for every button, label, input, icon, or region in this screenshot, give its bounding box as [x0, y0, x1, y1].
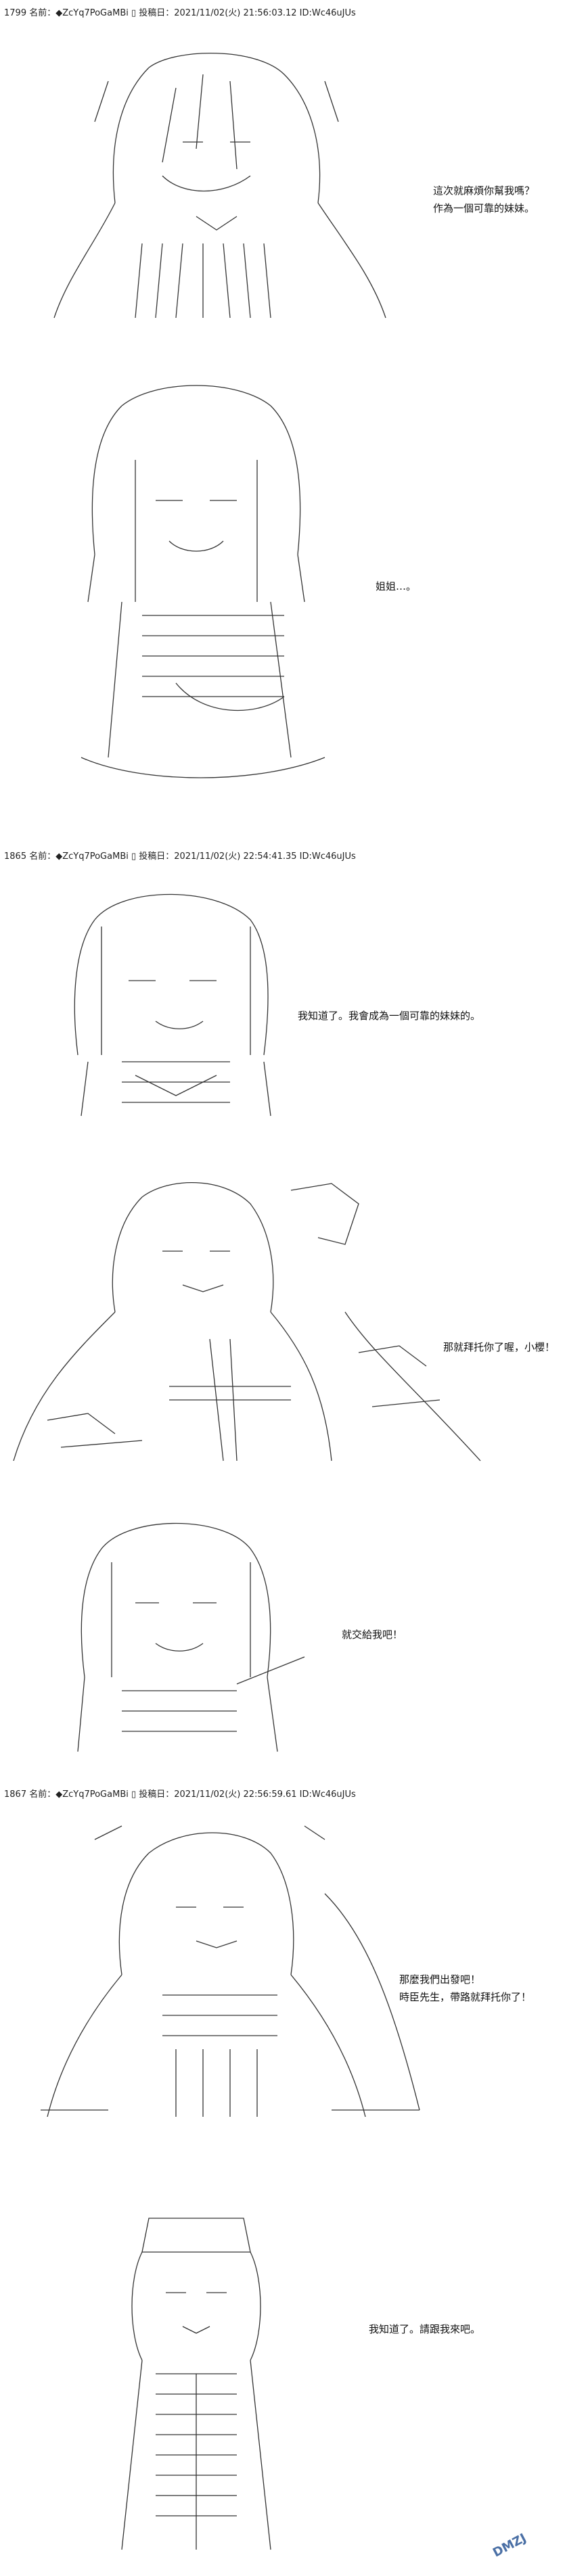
dialogue-1: 這次就麻煩你幫我嗎？ 作為一個可靠的妹妹。: [433, 183, 535, 217]
dialogue-7: 我知道了。請跟我來吧。: [369, 2321, 480, 2339]
ascii-art-figure-7: [88, 2198, 304, 2563]
watermark-logo: DMZJ: [477, 2531, 558, 2571]
dialogue-line: 我知道了。請跟我來吧。: [369, 2323, 481, 2335]
dialogue-2: 姐姐…。: [376, 578, 416, 596]
dialogue-line: 姐姐…。: [376, 580, 417, 592]
ascii-art-figure-3: [41, 879, 311, 1123]
ascii-art-figure-5: [47, 1508, 318, 1765]
dialogue-6: 那麼我們出發吧！ 時臣先生，帶路就拜托你了！: [399, 1971, 531, 2006]
dialogue-line: 就交給我吧！: [342, 1629, 403, 1641]
post-header-1867: 1867 名前：◆ZcYq7PoGaMBi ▯ 投稿日：2021/11/02(火…: [4, 1789, 356, 1800]
ascii-art-figure-2: [41, 379, 365, 798]
dialogue-4: 那就拜托你了喔，小櫻！: [443, 1339, 555, 1357]
ascii-art-figure-6: [14, 1812, 433, 2124]
dialogue-line: 這次就麻煩你幫我嗎？: [433, 185, 535, 197]
watermark-text: DMZJ: [491, 2531, 529, 2560]
dialogue-5: 就交給我吧！: [342, 1626, 403, 1644]
dialogue-line: 我知道了。我會成為一個可靠的妹妹的。: [298, 1010, 481, 1022]
ascii-art-figure-4: [7, 1163, 494, 1468]
post-header-1799: 1799 名前：◆ZcYq7PoGaMBi ▯ 投稿日：2021/11/02(火…: [4, 8, 356, 18]
dialogue-3: 我知道了。我會成為一個可靠的妹妹的。: [298, 1008, 480, 1025]
dialogue-line: 時臣先生，帶路就拜托你了！: [399, 1990, 532, 2003]
ascii-art-figure-1: [27, 41, 406, 325]
post-header-1865: 1865 名前：◆ZcYq7PoGaMBi ▯ 投稿日：2021/11/02(火…: [4, 851, 356, 862]
dialogue-line: 那就拜托你了喔，小櫻！: [443, 1341, 556, 1353]
dialogue-line: 作為一個可靠的妹妹。: [433, 202, 535, 214]
dialogue-line: 那麼我們出發吧！: [399, 1973, 481, 1986]
